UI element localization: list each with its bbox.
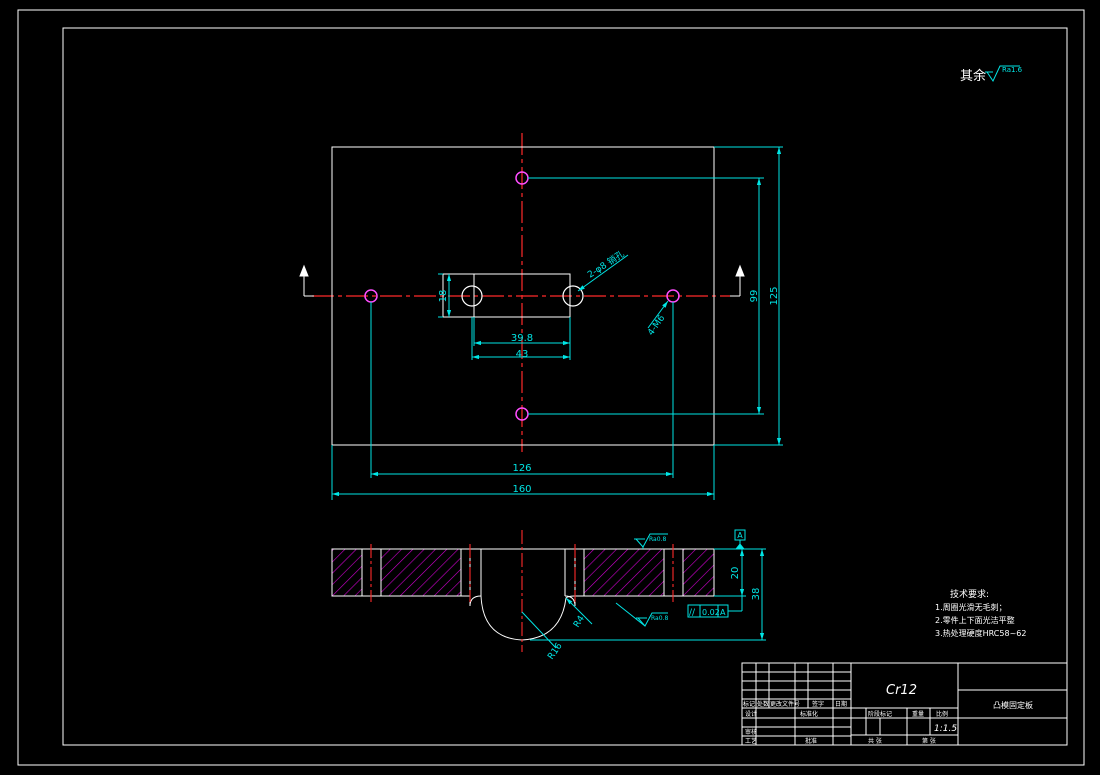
dim-slot-inner-width: 39.8 — [511, 333, 533, 344]
section-centerlines — [370, 530, 674, 652]
datum-label: A — [737, 531, 743, 540]
roughness-section-top: Ra0.8 — [649, 536, 666, 543]
mid-label-approve: 批准 — [805, 737, 817, 745]
stage-label-mark: 阶段标记 — [868, 710, 892, 718]
plan-dimensions — [331, 146, 783, 500]
dim-total-thickness: 38 — [751, 588, 762, 601]
header-label-date: 日期 — [835, 700, 847, 708]
dim-plate-height: 125 — [769, 286, 780, 305]
slot-outline — [442, 273, 571, 318]
roughness-section-bottom: Ra0.8 — [651, 615, 668, 622]
sheet-label-total: 共 张 — [868, 737, 882, 745]
dim-hole-spacing-y: 99 — [749, 290, 760, 303]
roughness-prefix: 其余 — [960, 68, 986, 84]
section-hatch — [331, 548, 715, 597]
dim-slot-outer-width: 43 — [516, 349, 529, 360]
section-dimensions — [521, 529, 766, 649]
header-label-count: 处数 — [757, 700, 769, 708]
material-text: Cr12 — [886, 683, 917, 698]
dim-step-depth: 20 — [730, 567, 741, 580]
tolerance-datum: A — [720, 608, 726, 617]
row-label-process: 工艺 — [745, 737, 757, 745]
plan-view: 126 160 39.8 43 18 99 125 2-φ8 销孔 4-M6 — [299, 133, 783, 500]
plan-dimension-texts: 126 160 39.8 43 18 99 125 2-φ8 销孔 4-M6 — [438, 248, 780, 495]
roughness-note: 其余 Ra1.6 — [960, 65, 1023, 84]
dim-plate-width: 160 — [512, 484, 531, 495]
dim-pin-holes: 2-φ8 销孔 — [585, 248, 626, 281]
tech-item-1: 1.周圈光滑无毛刺； — [935, 602, 1007, 612]
tolerance-value: 0.02 — [702, 608, 720, 617]
part-name-text: 凸模固定板 — [993, 700, 1033, 710]
tech-heading: 技术要求: — [950, 588, 989, 600]
sheet-frame — [17, 9, 1085, 766]
tech-item-2: 2.零件上下面光洁平整 — [935, 615, 1015, 625]
header-label-sign: 签字 — [812, 700, 824, 708]
row-label-review: 审核 — [745, 728, 757, 736]
mid-label-standard: 标准化 — [800, 710, 818, 718]
dim-slot-height: 18 — [438, 290, 449, 303]
pin-hole-left — [461, 285, 483, 307]
dim-hole-spacing-x: 126 — [512, 463, 531, 474]
header-label-change: 更改文件号 — [770, 700, 800, 708]
dim-radius-large: R16 — [546, 641, 565, 661]
tolerance-symbol: // — [689, 608, 696, 618]
technical-requirements: 技术要求: 1.周圈光滑无毛刺； 2.零件上下面光洁平整 3.热处理硬度HRC5… — [935, 588, 1026, 638]
stage-label-weight: 重量 — [912, 710, 924, 718]
section-arrows — [299, 264, 745, 297]
row-label-design: 设计 — [745, 710, 757, 718]
pin-hole-right — [562, 285, 584, 307]
roughness-value: Ra1.6 — [1002, 66, 1023, 74]
tech-item-3: 3.热处理硬度HRC58~62 — [935, 628, 1026, 638]
plan-centerlines — [312, 133, 730, 452]
stage-label-scale: 比例 — [936, 710, 948, 718]
plate-outline — [331, 146, 715, 446]
sheet-label-number: 第 张 — [922, 737, 936, 745]
title-block-text: 标记 处数 更改文件号 签字 日期 设计 审核 工艺 标准化 批准 阶段标记 重… — [743, 683, 1033, 745]
header-label-mark: 标记 — [743, 700, 755, 708]
scale-text: 1:1.5 — [934, 724, 957, 734]
section-view: 20 38 R4 R16 A Ra0.8 Ra0.8 // 0.02 A — [331, 529, 766, 662]
title-block: 标记 处数 更改文件号 签字 日期 设计 审核 工艺 标准化 批准 阶段标记 重… — [741, 662, 1068, 746]
